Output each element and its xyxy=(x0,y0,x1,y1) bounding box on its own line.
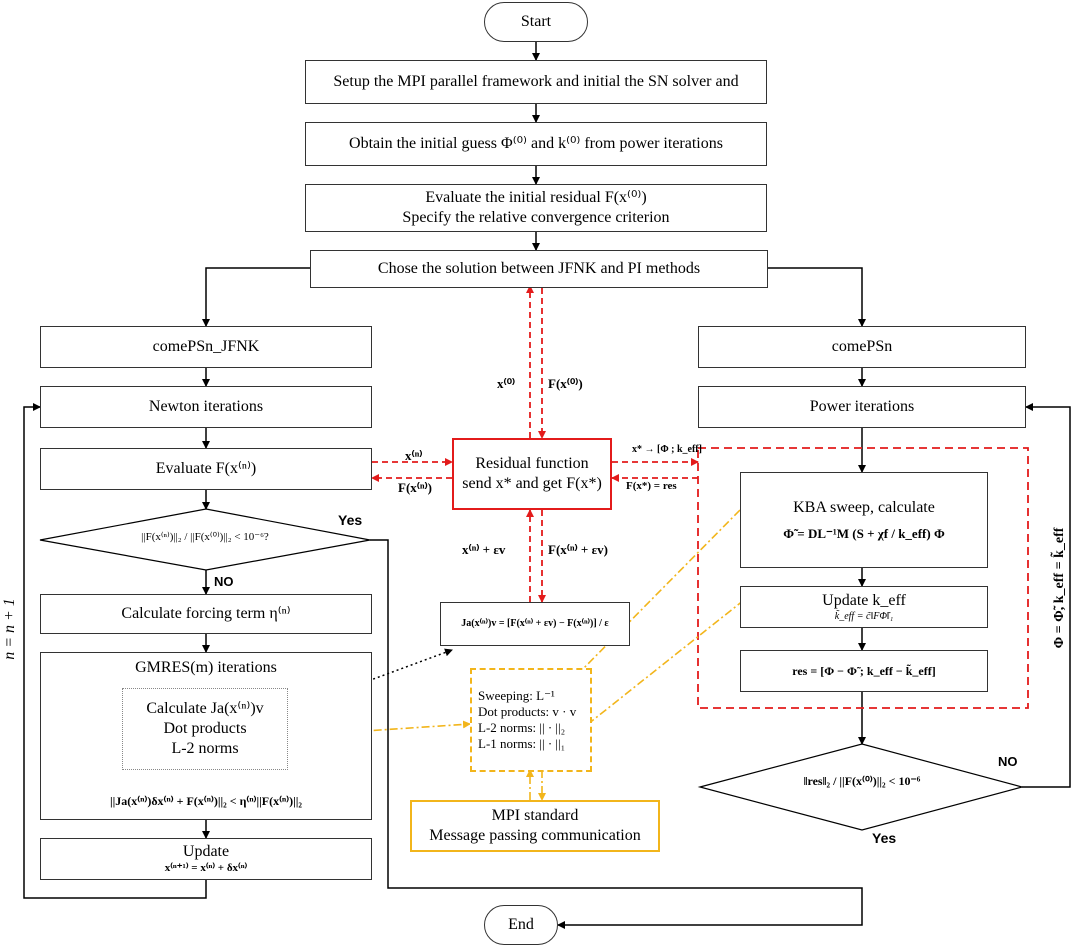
fxn-eps-label: F(x⁽ⁿ⁾ + εv) xyxy=(548,542,608,557)
operations-line-3: L-2 norms: || · ||₂ xyxy=(478,720,566,735)
decision-right-shape xyxy=(697,743,1025,831)
gmres-condition-label: ||Ja(x⁽ⁿ⁾)δx⁽ⁿ⁾ + F(x⁽ⁿ⁾)||₂ < η⁽ⁿ⁾||F(x… xyxy=(109,794,303,808)
jfnk-solver-step: comePSn_JFNK xyxy=(40,326,372,368)
fxn-label: F(x⁽ⁿ⁾) xyxy=(398,480,433,495)
residual-function-line-2: send x* and get F(x*) xyxy=(462,475,602,492)
forcing-term-step: Calculate forcing term η⁽ⁿ⁾ xyxy=(40,594,372,634)
mpi-line-1: MPI standard xyxy=(491,807,579,824)
red-exchange-arrows xyxy=(371,285,1029,709)
decision-left-text: ||F(x⁽ⁿ⁾)||₂ / ||F(x⁽⁰⁾)||₂ < 10⁻⁶? xyxy=(120,530,290,543)
kba-line-2: Φ̃ = DL⁻¹M (S + χf / k_eff) Φ xyxy=(783,525,945,541)
xn-eps-label: x⁽ⁿ⁾ + εv xyxy=(462,542,506,557)
decision-right-text: ‖res‖₂ / ||F(x⁽⁰⁾)||₂ < 10⁻⁶ xyxy=(772,774,952,789)
evaluate-f-label: Evaluate F(x⁽ⁿ⁾) xyxy=(155,460,257,477)
mpi-standard-box: MPI standard Message passing communicati… xyxy=(410,800,660,852)
setup-step: Setup the MPI parallel framework and ini… xyxy=(305,60,767,104)
compsn-solver-step: comePSn xyxy=(698,326,1026,368)
end-label: End xyxy=(508,916,534,933)
xstar-map-label: x* → [Φ ; k_eff] xyxy=(632,444,702,455)
kba-sweep-step: KBA sweep, calculate Φ̃ = DL⁻¹M (S + χf … xyxy=(740,472,988,568)
update-keff-step: Update k_eff k̃_eff = c̃‖FΦ̃‖₁ xyxy=(740,586,988,628)
update-keff-line-2: k̃_eff = c̃‖FΦ̃‖₁ xyxy=(834,610,894,622)
yes-left-label: Yes xyxy=(338,512,363,528)
no-right-label: NO xyxy=(998,754,1018,769)
loop-right-label: Φ = Φ̃, k_eff = k̃_eff xyxy=(1052,527,1067,649)
start-label: Start xyxy=(520,13,552,30)
initial-residual-line-2: Specify the relative convergence criteri… xyxy=(402,209,670,226)
fxstar-res-label: F(x*) = res xyxy=(626,480,677,492)
jacobian-box: Ja(x⁽ⁿ⁾)v = [F(x⁽ⁿ⁾ + εv) − F(x⁽ⁿ⁾)] / ε xyxy=(440,602,630,646)
method-choice-step: Chose the solution between JFNK and PI m… xyxy=(310,250,768,288)
kba-line-1: KBA sweep, calculate xyxy=(793,498,935,516)
method-choice-label: Chose the solution between JFNK and PI m… xyxy=(377,260,701,277)
evaluate-f-step: Evaluate F(x⁽ⁿ⁾) xyxy=(40,448,372,490)
residual-function-line-1: Residual function xyxy=(475,455,589,472)
initial-guess-label: Obtain the initial guess Φ⁽⁰⁾ and k⁽⁰⁾ f… xyxy=(349,135,723,152)
compsn-label: comePSn xyxy=(831,338,893,355)
gmres-inner-line-3: L-2 norms xyxy=(171,740,239,757)
update-left-line-1: Update xyxy=(182,843,230,861)
initial-guess-step: Obtain the initial guess Φ⁽⁰⁾ and k⁽⁰⁾ f… xyxy=(305,122,767,166)
power-iterations-step: Power iterations xyxy=(698,386,1026,428)
end-terminal: End xyxy=(484,905,558,945)
power-label: Power iterations xyxy=(809,398,915,415)
jfnk-label: comePSn_JFNK xyxy=(152,338,260,355)
res-vector-label: res = [Φ − Φ̃ ; k_eff − k̃_eff] xyxy=(792,663,936,678)
loop-left-label: n = n + 1 xyxy=(1,598,18,660)
operations-line-2: Dot products: v · v xyxy=(478,703,577,719)
gmres-inner-line-1: Calculate Ja(x⁽ⁿ⁾)v xyxy=(146,700,264,717)
right-column-arrows xyxy=(858,368,1071,788)
gmres-title: GMRES(m) iterations xyxy=(135,659,277,676)
mpi-line-2: Message passing communication xyxy=(429,827,641,844)
xn-label: x⁽ⁿ⁾ xyxy=(405,448,423,463)
gmres-inner-box: Calculate Ja(x⁽ⁿ⁾)v Dot products L-2 nor… xyxy=(122,688,288,770)
operations-line-4: L-1 norms: || · ||₁ xyxy=(478,736,566,752)
newton-label: Newton iterations xyxy=(148,398,264,415)
initial-residual-line-1: Evaluate the initial residual F(x⁽⁰⁾) xyxy=(425,189,647,206)
res-vector-step: res = [Φ − Φ̃ ; k_eff − k̃_eff] xyxy=(740,650,988,692)
gmres-block: GMRES(m) iterations xyxy=(40,652,372,820)
left-column-arrows xyxy=(23,368,863,929)
update-keff-line-1: Update k_eff xyxy=(822,591,906,609)
decision-left-shape xyxy=(39,508,371,571)
jacobian-label: Ja(x⁽ⁿ⁾)v = [F(x⁽ⁿ⁾ + εv) − F(x⁽ⁿ⁾)] / ε xyxy=(461,617,609,629)
initial-residual-step: Evaluate the initial residual F(x⁽⁰⁾) Sp… xyxy=(305,184,767,232)
setup-label: Setup the MPI parallel framework and ini… xyxy=(333,73,739,90)
forcing-label: Calculate forcing term η⁽ⁿ⁾ xyxy=(121,605,291,622)
newton-iterations-step: Newton iterations xyxy=(40,386,372,428)
yellow-link-lines xyxy=(229,509,745,801)
start-terminal: Start xyxy=(484,2,588,42)
no-left-label: NO xyxy=(214,574,234,589)
fx0-label: F(x⁽⁰⁾) xyxy=(548,376,583,391)
update-left-step: Update x⁽ⁿ⁺¹⁾ = x⁽ⁿ⁾ + δx⁽ⁿ⁾ xyxy=(40,838,372,880)
operations-line-1: Sweeping: L⁻¹ xyxy=(478,687,555,703)
gmres-inner-line-2: Dot products xyxy=(163,720,247,737)
gmres-condition: ||Ja(x⁽ⁿ⁾)δx⁽ⁿ⁾ + F(x⁽ⁿ⁾)||₂ < η⁽ⁿ⁾||F(x… xyxy=(44,794,368,809)
update-left-line-2: x⁽ⁿ⁺¹⁾ = x⁽ⁿ⁾ + δx⁽ⁿ⁾ xyxy=(164,862,248,875)
x0-label: x⁽⁰⁾ xyxy=(497,376,516,391)
yes-right-label: Yes xyxy=(872,830,897,846)
operations-box: Sweeping: L⁻¹ Dot products: v · v L-2 no… xyxy=(470,668,592,772)
main-trunk-arrows xyxy=(202,42,866,327)
decision-right-label: ‖res‖₂ / ||F(x⁽⁰⁾)||₂ < 10⁻⁶ xyxy=(803,774,921,788)
decision-left-label: ||F(x⁽ⁿ⁾)||₂ / ||F(x⁽⁰⁾)||₂ < 10⁻⁶? xyxy=(141,531,269,543)
residual-function-box: Residual function send x* and get F(x*) xyxy=(452,438,612,510)
